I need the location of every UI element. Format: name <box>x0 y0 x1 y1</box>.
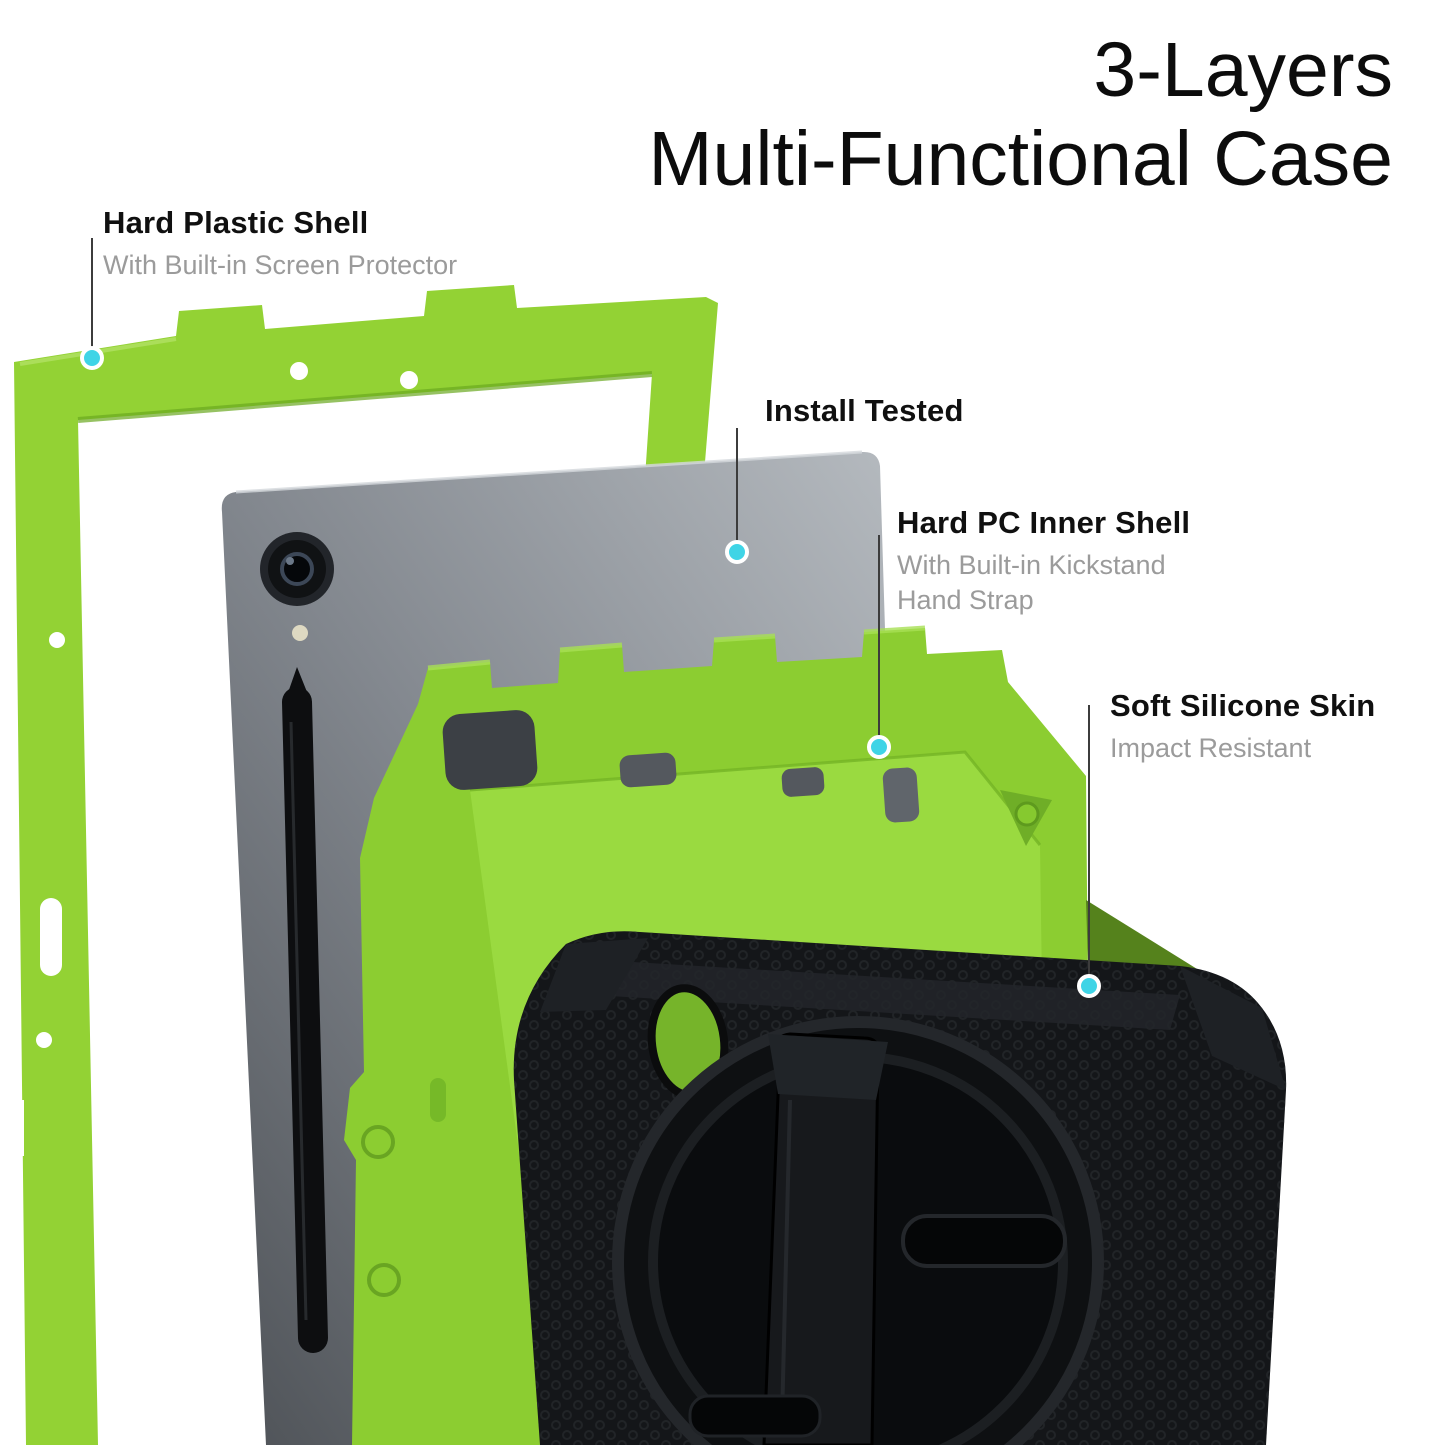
shell-cutout <box>882 767 920 823</box>
s-pen <box>282 667 328 1353</box>
frame-notch <box>10 1100 24 1156</box>
shell-cutout <box>781 767 825 797</box>
frame-inner-edge-shade <box>77 371 653 423</box>
callout-label: Soft Silicone Skin <box>1110 688 1376 723</box>
frame-hole <box>49 632 65 648</box>
callout-leaders <box>80 238 1101 998</box>
leader-dot-hard-plastic-shell <box>80 346 104 370</box>
kickstand-groove <box>780 1099 792 1421</box>
callout-hard-pc-inner-shell: Hard PC Inner Shell With Built-in Kickst… <box>897 505 1227 617</box>
hand-strap-slot <box>901 1214 1067 1268</box>
callout-label: Hard Plastic Shell <box>103 205 369 240</box>
leader-dot-hard-pc-inner-shell <box>867 735 891 759</box>
callout-label: Install Tested <box>765 393 964 428</box>
callout-install-tested: Install Tested <box>765 393 964 429</box>
silicone-corner-bumper <box>1180 966 1286 1090</box>
leader-dot-install-tested <box>725 540 749 564</box>
frame-hole <box>400 371 418 389</box>
shell-peg <box>361 1125 395 1159</box>
shell-cutout <box>619 752 677 788</box>
title-line-2: Multi-Functional Case <box>648 116 1393 203</box>
tablet-camera-lens <box>280 552 314 586</box>
silicone-corner-bumper <box>540 938 648 1012</box>
soft-silicone-skin-case <box>513 931 1287 1445</box>
kickstand-hinge <box>768 1034 888 1100</box>
shell-camera-cutout <box>442 710 538 790</box>
leader-dot-soft-silicone-skin <box>1077 974 1101 998</box>
callout-sublabel: Impact Resistant <box>1110 733 1312 763</box>
callout-sublabel: With Built-in Screen Protector <box>103 250 458 280</box>
shell-button <box>430 1078 446 1122</box>
silicone-top-bevel <box>600 960 1180 1030</box>
shell-screw <box>1014 801 1040 827</box>
shell-tab-highlights <box>427 625 926 671</box>
tablet-edge-highlight <box>235 450 863 494</box>
rotating-ring-edge <box>612 1016 1104 1445</box>
hard-plastic-shell-frame <box>2 285 718 1445</box>
callout-soft-silicone-skin: Soft Silicone Skin Impact Resistant <box>1110 688 1375 766</box>
callout-label: Hard PC Inner Shell <box>897 505 1191 540</box>
page-title: 3-Layers Multi-Functional Case <box>648 26 1393 205</box>
title-line-1: 3-Layers <box>1093 27 1393 113</box>
frame-slot <box>40 898 62 976</box>
callout-sublabel: With Built-in Kickstand Hand Strap <box>897 550 1166 615</box>
tablet-flash <box>292 625 308 641</box>
shell-peg <box>367 1263 401 1297</box>
bottom-slot <box>688 1394 822 1438</box>
tablet-camera-glint <box>286 557 294 565</box>
callout-hard-plastic-shell: Hard Plastic Shell With Built-in Screen … <box>103 205 457 283</box>
frame-hole <box>290 362 308 380</box>
frame-notch <box>2 690 16 742</box>
frame-hole <box>36 1032 52 1048</box>
